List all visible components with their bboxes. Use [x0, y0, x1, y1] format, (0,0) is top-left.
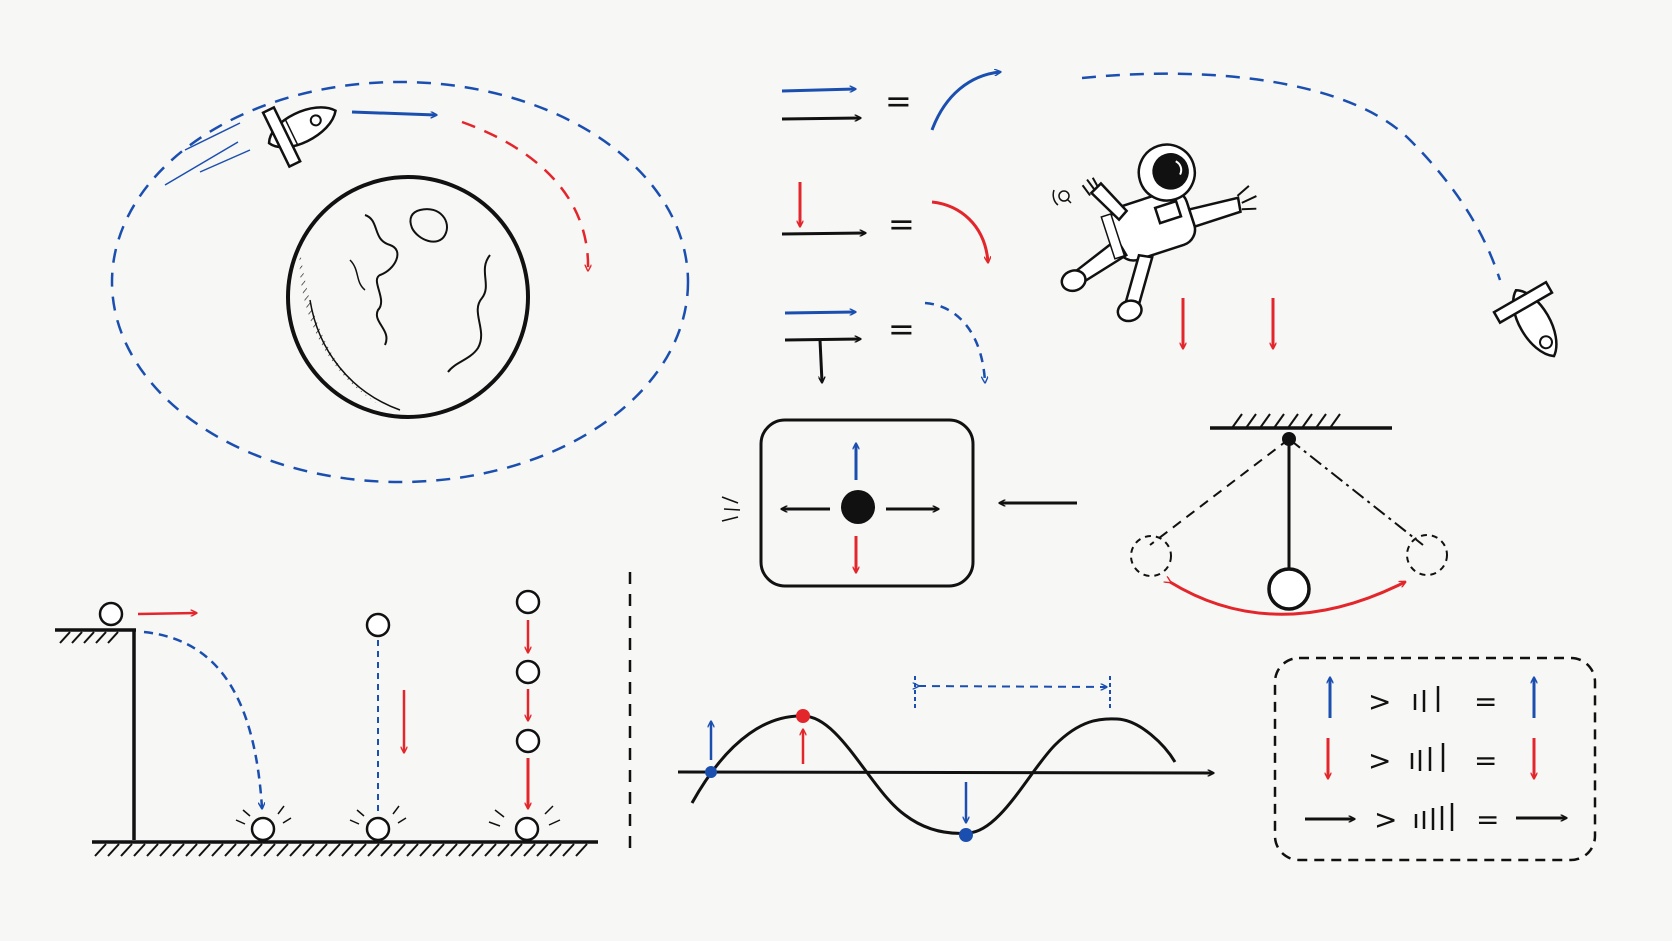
rocket-icon	[261, 105, 337, 169]
orbit-scene	[110, 80, 690, 484]
rocket-speed-lines	[164, 122, 251, 186]
pendulum-bob-right	[1406, 534, 1448, 576]
force-box-diagram	[721, 418, 1077, 588]
tally-marks	[1414, 803, 1454, 831]
equals-sign: =	[1474, 685, 1497, 718]
rocket-icon	[1492, 280, 1558, 358]
pendulum-string-right	[1288, 438, 1424, 546]
legend-box: > = > = > =	[1273, 656, 1597, 862]
wave-diagram	[677, 676, 1213, 842]
wave-axis	[677, 772, 1213, 773]
earth-icon	[286, 175, 530, 419]
sine-wave	[690, 714, 1177, 835]
ball-icon	[515, 589, 541, 615]
wavelength-marker	[918, 686, 1106, 687]
swing-arc-arrow	[1170, 582, 1405, 616]
legend-row-right: > =	[1305, 803, 1566, 836]
landed-ball	[488, 805, 561, 842]
trough-point	[959, 828, 973, 842]
ball-icon	[365, 612, 391, 638]
equals-sign: =	[888, 310, 915, 348]
equals-sign: =	[1474, 744, 1497, 777]
pendulum-string-left	[1149, 438, 1290, 546]
vector-equations: = = =	[781, 72, 1000, 382]
velocity-arrow	[351, 110, 436, 115]
greater-than-sign: >	[1368, 685, 1391, 718]
ball-icon	[841, 490, 875, 524]
orbit-path	[110, 80, 690, 484]
crest-point	[796, 709, 810, 723]
pendulum-icon	[1130, 413, 1448, 616]
ball-icon	[515, 659, 541, 685]
projectile-path	[143, 630, 262, 808]
tally-marks	[1410, 743, 1445, 772]
greater-than-sign: >	[1368, 744, 1391, 777]
curved-result-arrow	[924, 301, 985, 382]
landed-ball	[349, 805, 407, 842]
equation-row-1: =	[781, 72, 1000, 131]
astronaut-icon	[1060, 143, 1257, 323]
curved-result-arrow	[930, 72, 1000, 131]
equation-row-3: =	[784, 301, 985, 382]
equals-sign: =	[1476, 803, 1499, 836]
pendulum-bob-left	[1130, 535, 1172, 577]
floating-object	[1052, 189, 1072, 206]
legend-row-up: > =	[1330, 678, 1534, 718]
landed-ball	[235, 805, 292, 842]
equals-sign: =	[888, 205, 915, 243]
force-box	[759, 418, 975, 588]
falling-balls-scene	[55, 572, 632, 857]
greater-than-sign: >	[1374, 803, 1397, 836]
pendulum-bob	[1267, 567, 1311, 611]
ball-icon	[98, 601, 124, 627]
trajectory-dashed	[1081, 72, 1502, 281]
equals-sign: =	[885, 82, 912, 120]
legend-row-down: > =	[1328, 738, 1534, 778]
ball-icon	[515, 728, 541, 754]
falling-path-arrow	[461, 120, 588, 270]
astronaut-scene	[1052, 72, 1558, 358]
tally-marks	[1413, 686, 1440, 712]
motion-lines	[721, 496, 741, 522]
curved-result-arrow	[931, 200, 988, 262]
equation-row-2: =	[781, 182, 988, 262]
wave-point	[705, 766, 717, 778]
horizontal-velocity-arrow	[137, 613, 196, 614]
